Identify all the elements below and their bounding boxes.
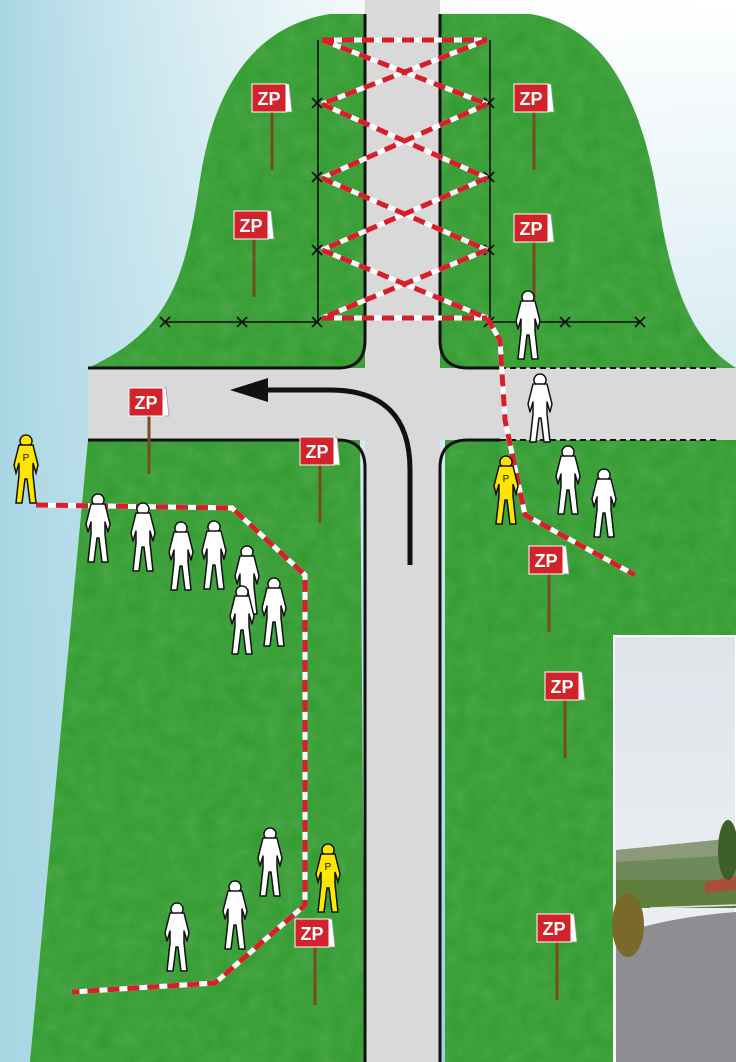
svg-text:P: P	[503, 474, 510, 485]
svg-text:P: P	[23, 453, 30, 464]
svg-text:ZP: ZP	[257, 89, 280, 109]
svg-text:ZP: ZP	[519, 219, 542, 239]
svg-text:P: P	[325, 862, 332, 873]
svg-text:ZP: ZP	[519, 89, 542, 109]
svg-text:ZP: ZP	[305, 442, 328, 462]
svg-text:ZP: ZP	[542, 919, 565, 939]
svg-text:ZP: ZP	[534, 551, 557, 571]
svg-text:ZP: ZP	[134, 393, 157, 413]
road-horizontal	[88, 368, 736, 440]
photo-bush	[612, 893, 644, 957]
svg-text:ZP: ZP	[550, 677, 573, 697]
inset-photo	[612, 636, 736, 1062]
svg-text:ZP: ZP	[300, 924, 323, 944]
road-vertical	[365, 0, 440, 1062]
svg-text:ZP: ZP	[239, 216, 262, 236]
